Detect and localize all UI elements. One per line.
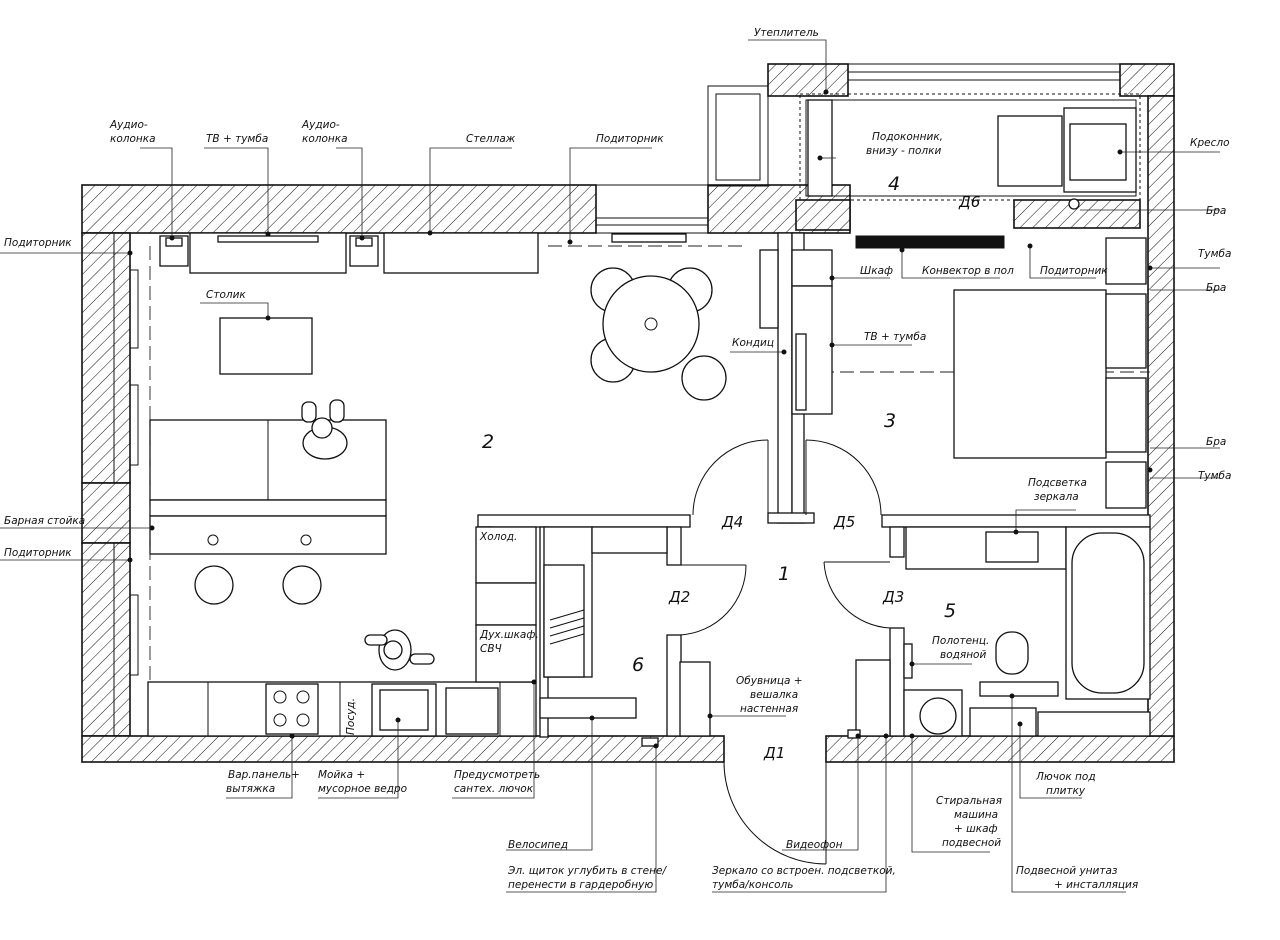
label-sconce-1: Бра	[1206, 205, 1226, 217]
label-windowsill-top: Подиторник	[596, 133, 664, 145]
label-oven-2: СВЧ	[480, 643, 502, 655]
door-d5-label: Д5	[833, 513, 855, 531]
label-tv-stand-bed: ТВ + тумба	[864, 331, 926, 343]
bedroom	[759, 107, 1147, 509]
exterior-walls	[81, 63, 1175, 763]
label-coffee-table: Столик	[206, 289, 246, 301]
label-windowsill-left: Подиторник	[4, 237, 72, 249]
insulation-frame	[799, 93, 1141, 201]
label-intercom: Видеофон	[786, 839, 843, 851]
label-dishwasher: Посуд.	[345, 698, 357, 735]
label-washer-3: + шкаф	[954, 823, 998, 835]
room-4-number: 4	[888, 173, 900, 195]
label-panel-1: Эл. щиток углубить в стене/	[507, 865, 667, 877]
label-sconce-2: Бра	[1206, 282, 1226, 294]
label-toilet-1: Подвесной унитаз	[1016, 865, 1118, 877]
door-d6-label: Д6	[958, 193, 980, 211]
label-washer-2: машина	[954, 809, 998, 821]
door-d3-label: Д3	[882, 588, 904, 606]
label-toilet-2: + инсталляция	[1054, 879, 1138, 891]
kitchen	[147, 526, 537, 737]
room-2-number: 2	[482, 431, 494, 453]
bathroom	[847, 526, 1151, 739]
label-mirror-light-1: Подсветка	[1028, 477, 1087, 489]
leader-dots	[127, 89, 1153, 749]
label-tv-stand-living: ТВ + тумба	[206, 133, 268, 145]
label-audio-right-1: Аудио-	[301, 119, 340, 131]
label-sill-shelves-1: Подоконник,	[872, 131, 943, 143]
label-shoe-2: вешалка	[750, 689, 798, 701]
label-mirror-light-2: зеркала	[1034, 491, 1079, 503]
label-washer-4: подвесной	[942, 837, 1001, 849]
windows	[113, 63, 1121, 737]
label-shoe-1: Обувница +	[736, 675, 803, 687]
label-aircon: Кондиц	[732, 337, 774, 349]
room-6-number: 6	[632, 654, 644, 676]
label-nightstand-2: Тумба	[1198, 470, 1231, 482]
label-washer-1: Стиральная	[936, 795, 1002, 807]
label-sink-2: мусорное ведро	[318, 783, 407, 795]
label-hood-2: вытяжка	[226, 783, 275, 795]
room-5-number: 5	[944, 600, 956, 622]
living-furniture	[149, 232, 539, 671]
label-nightstand-1: Тумба	[1198, 248, 1231, 260]
label-windowsill-mid: Подиторник	[4, 547, 72, 559]
label-sill-shelves-2: внизу - полки	[866, 145, 941, 157]
label-towel-1: Полотенц.	[932, 635, 989, 647]
label-towel-2: водяной	[940, 649, 986, 661]
balcony-sill	[807, 99, 833, 197]
label-bar-counter: Барная стойка	[4, 515, 85, 527]
label-hatch-1: Лючок под	[1035, 771, 1096, 783]
wardrobe-room	[539, 526, 711, 747]
label-shelving: Стеллаж	[466, 133, 516, 145]
label-windowsill-bed: Подиторник	[1040, 265, 1108, 277]
room-1-number: 1	[778, 563, 790, 585]
label-hatch-2: плитку	[1046, 785, 1086, 797]
label-convector: Конвектор в пол	[922, 265, 1014, 277]
label-audio-left-1: Аудио-	[109, 119, 148, 131]
label-wardrobe: Шкаф	[860, 265, 893, 277]
label-shoe-3: настенная	[740, 703, 798, 715]
label-plumb-2: сантех. лючок	[454, 783, 534, 795]
label-hood-1: Вар.панель+	[228, 769, 300, 781]
label-armchair: Кресло	[1190, 137, 1230, 149]
label-insulation: Утеплитель	[754, 27, 819, 39]
door-d2-label: Д2	[668, 588, 690, 606]
label-audio-left-2: колонка	[110, 133, 156, 145]
label-sconce-3: Бра	[1206, 436, 1226, 448]
label-fridge: Холод.	[479, 531, 517, 543]
label-plumb-1: Предусмотреть	[454, 769, 540, 781]
label-audio-right-2: колонка	[302, 133, 348, 145]
door-d1-label: Д1	[763, 744, 785, 762]
doors	[679, 439, 891, 865]
label-panel-2: перенести в гардеробную	[508, 879, 653, 891]
label-mirror-2: тумба/консоль	[712, 879, 793, 891]
leader-lines	[0, 39, 1220, 893]
label-bicycle: Велосипед	[508, 839, 568, 851]
room-3-number: 3	[884, 410, 896, 432]
label-oven-1: Дух.шкаф,	[479, 629, 539, 641]
label-sink-1: Мойка +	[318, 769, 365, 781]
dining-set	[590, 267, 727, 401]
radiator-living	[611, 233, 687, 243]
floor-convector	[855, 235, 1005, 249]
label-mirror-1: Зеркало со встроен. подсветкой,	[712, 865, 896, 877]
door-d4-label: Д4	[721, 513, 743, 531]
